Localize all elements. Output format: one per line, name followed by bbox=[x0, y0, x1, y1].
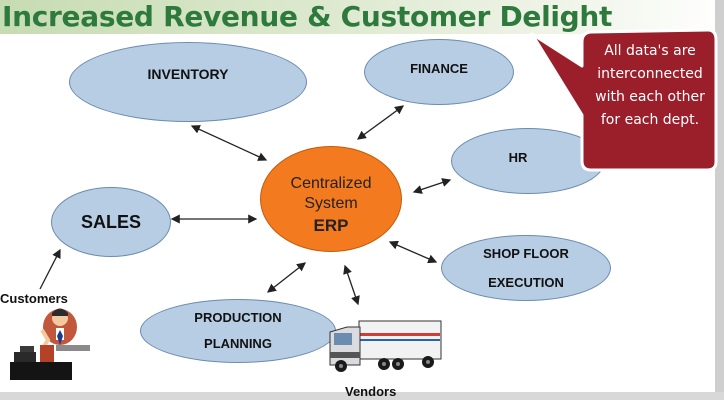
node-sales-label: SALES bbox=[80, 211, 141, 232]
arrow-finance bbox=[356, 105, 405, 140]
callout-text: All data's are interconnected with each … bbox=[586, 40, 714, 132]
customers-label: Customers bbox=[0, 291, 68, 306]
node-finance: FINANCE bbox=[364, 39, 514, 105]
arrow-hr bbox=[412, 178, 452, 194]
node-shop-floor-label-1: SHOP FLOOR bbox=[483, 246, 569, 261]
center-label-1: Centralized bbox=[290, 175, 372, 192]
node-sales: SALES bbox=[51, 187, 171, 257]
callout-line-4: for each dept. bbox=[600, 112, 700, 128]
node-production-label-2: PLANNING bbox=[204, 336, 272, 351]
arrow-vendors bbox=[343, 264, 360, 306]
node-production-label-1: PRODUCTION bbox=[194, 310, 282, 325]
node-shop-floor-label-2: EXECUTION bbox=[488, 275, 564, 290]
arrow-inventory bbox=[190, 125, 268, 161]
title-bar bbox=[0, 0, 724, 34]
callout-line-3: with each other bbox=[595, 89, 705, 105]
bottom-edge-strip bbox=[0, 392, 724, 400]
callout-line-1: All data's are bbox=[604, 43, 696, 59]
right-edge-strip bbox=[715, 0, 724, 400]
node-hr-label: HR bbox=[508, 149, 528, 165]
node-finance-label: FINANCE bbox=[410, 60, 468, 76]
node-shop-floor-execution: SHOP FLOOR EXECUTION bbox=[441, 235, 611, 301]
arrow-shop-floor bbox=[388, 240, 438, 264]
vendors-label: Vendors bbox=[345, 384, 397, 399]
center-label-3: ERP bbox=[313, 216, 349, 235]
node-inventory-label: INVENTORY bbox=[147, 66, 229, 82]
node-production-planning: PRODUCTION PLANNING bbox=[140, 299, 336, 363]
node-hr: HR bbox=[451, 128, 605, 194]
node-centralized-erp: Centralized System ERP bbox=[260, 146, 402, 252]
arrow-production bbox=[266, 262, 307, 293]
center-label-2: System bbox=[304, 195, 358, 212]
arrow-customers bbox=[39, 248, 61, 290]
node-inventory: INVENTORY bbox=[69, 42, 307, 122]
callout-line-2: interconnected bbox=[597, 66, 703, 82]
slide-title: Increased Revenue & Customer Delight bbox=[2, 0, 613, 33]
